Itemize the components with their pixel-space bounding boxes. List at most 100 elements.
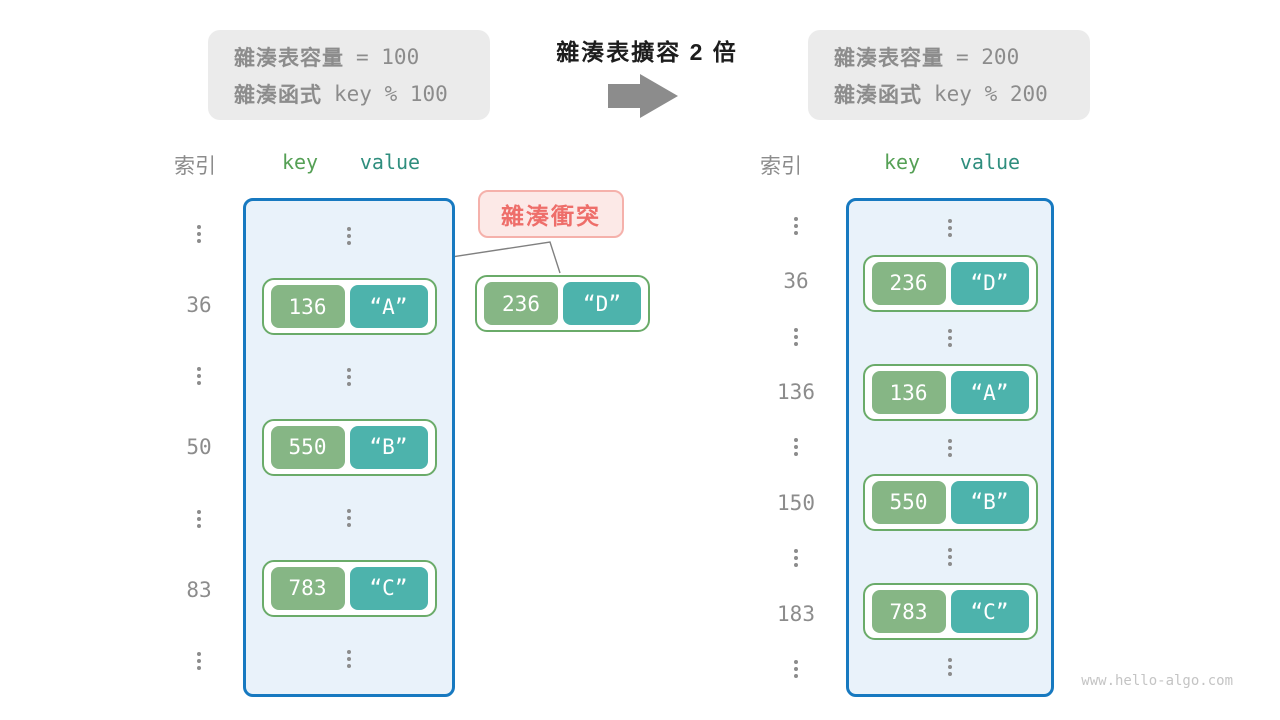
key-box: 236 bbox=[871, 261, 946, 305]
right-hash-table: 236 “D” 136 “A” 550 “B” 783 “C” bbox=[846, 198, 1054, 697]
colliding-key-value-pair: 236 “D” bbox=[475, 275, 650, 332]
table-row: 36 bbox=[761, 253, 831, 308]
value-box: “B” bbox=[349, 425, 428, 469]
left-index-column: 36 50 83 bbox=[164, 198, 234, 697]
ellipsis-dots bbox=[948, 657, 952, 676]
ellipsis-dots bbox=[347, 508, 351, 527]
value-text: “B” bbox=[369, 435, 408, 460]
ellipsis-dots bbox=[347, 368, 351, 387]
ellipsis-dots bbox=[347, 227, 351, 246]
table-row bbox=[761, 531, 831, 586]
hash-function-line: 雜湊函式 key % 200 bbox=[834, 79, 1090, 109]
collision-label-box: 雜湊衝突 bbox=[478, 190, 624, 238]
right-key-header: key bbox=[883, 150, 921, 174]
key-text: 783 bbox=[889, 599, 928, 624]
value-text: “C” bbox=[369, 576, 408, 601]
table-row bbox=[761, 642, 831, 697]
right-arrow-icon bbox=[608, 74, 678, 118]
table-row bbox=[246, 201, 452, 271]
table-row: 550 “B” bbox=[849, 473, 1051, 531]
new-capacity-info-box: 雜湊表容量 = 200 雜湊函式 key % 200 bbox=[808, 30, 1090, 120]
capacity-label: 雜湊表容量 bbox=[834, 46, 944, 70]
key-text: 236 bbox=[889, 271, 928, 296]
key-box: 783 bbox=[270, 566, 345, 610]
table-row bbox=[849, 311, 1051, 366]
value-box: “C” bbox=[349, 566, 428, 610]
ellipsis-dots bbox=[197, 224, 201, 243]
value-box: “A” bbox=[349, 285, 428, 329]
key-text: 550 bbox=[889, 490, 928, 515]
table-row bbox=[246, 483, 452, 553]
watermark: www.hello-algo.com bbox=[1081, 673, 1233, 689]
key-box: 783 bbox=[871, 590, 946, 634]
table-row bbox=[849, 530, 1051, 585]
table-row bbox=[849, 420, 1051, 475]
left-hash-table: 136 “A” 550 “B” 783 “C” bbox=[243, 198, 455, 697]
table-row: 136 bbox=[761, 364, 831, 419]
ellipsis-dots bbox=[794, 438, 798, 457]
value-text: “D” bbox=[583, 291, 621, 316]
table-row bbox=[164, 483, 234, 554]
ellipsis-dots bbox=[948, 219, 952, 238]
table-row: 83 bbox=[164, 554, 234, 625]
key-value-pair: 236 “D” bbox=[862, 254, 1038, 312]
value-text: “A” bbox=[970, 380, 1009, 405]
key-value-pair: 136 “A” bbox=[862, 364, 1038, 422]
key-text: 136 bbox=[288, 294, 327, 319]
value-box: “D” bbox=[950, 261, 1029, 305]
ellipsis-dots bbox=[197, 652, 201, 671]
ellipsis-dots bbox=[347, 649, 351, 668]
value-text: “A” bbox=[369, 294, 408, 319]
index-label: 36 bbox=[783, 269, 809, 294]
table-row bbox=[246, 342, 452, 412]
key-value-pair: 550 “B” bbox=[862, 473, 1038, 531]
key-box: 136 bbox=[270, 285, 345, 329]
table-row: 150 bbox=[761, 475, 831, 530]
key-box: 236 bbox=[484, 282, 558, 325]
index-label: 136 bbox=[777, 380, 815, 405]
expand-title: 雜湊表擴容 2 倍 bbox=[556, 39, 738, 65]
table-row: 36 bbox=[164, 269, 234, 340]
value-text: “B” bbox=[970, 490, 1009, 515]
hash-function-value: key % 200 bbox=[934, 81, 1048, 106]
key-value-pair: 783 “C” bbox=[261, 559, 437, 617]
right-index-column: 36 136 150 183 bbox=[761, 198, 831, 697]
key-box: 550 bbox=[270, 425, 345, 469]
ellipsis-dots bbox=[948, 328, 952, 347]
table-row: 183 bbox=[761, 586, 831, 641]
table-row bbox=[849, 639, 1051, 694]
index-label: 183 bbox=[777, 601, 815, 626]
value-box: “B” bbox=[950, 480, 1029, 524]
right-index-header: 索引 bbox=[760, 155, 802, 178]
table-row bbox=[164, 626, 234, 697]
capacity-line: 雜湊表容量 = 200 bbox=[834, 42, 1090, 72]
ellipsis-dots bbox=[794, 660, 798, 679]
index-label: 150 bbox=[777, 490, 815, 515]
ellipsis-dots bbox=[948, 438, 952, 457]
ellipsis-dots bbox=[794, 216, 798, 235]
capacity-value: = 200 bbox=[956, 44, 1020, 69]
key-text: 550 bbox=[288, 435, 327, 460]
table-row: 50 bbox=[164, 412, 234, 483]
table-row: 236 “D” bbox=[849, 254, 1051, 312]
table-row: 783 “C” bbox=[246, 553, 452, 623]
table-row: 136 “A” bbox=[849, 364, 1051, 422]
ellipsis-dots bbox=[794, 549, 798, 568]
key-box: 550 bbox=[871, 480, 946, 524]
left-value-header: value bbox=[359, 150, 421, 174]
hash-function-value: key % 100 bbox=[334, 81, 448, 106]
ellipsis-dots bbox=[197, 509, 201, 528]
table-row: 783 “C” bbox=[849, 583, 1051, 641]
table-row bbox=[761, 198, 831, 253]
key-box: 136 bbox=[871, 371, 946, 415]
capacity-line: 雜湊表容量 = 100 bbox=[234, 42, 490, 72]
hash-function-label: 雜湊函式 bbox=[234, 83, 322, 107]
value-box: “D” bbox=[563, 282, 641, 325]
ellipsis-dots bbox=[794, 327, 798, 346]
index-label: 50 bbox=[186, 435, 212, 460]
key-value-pair: 550 “B” bbox=[261, 418, 437, 476]
table-row: 550 “B” bbox=[246, 412, 452, 482]
value-text: “C” bbox=[970, 599, 1009, 624]
ellipsis-dots bbox=[948, 548, 952, 567]
capacity-label: 雜湊表容量 bbox=[234, 46, 344, 70]
